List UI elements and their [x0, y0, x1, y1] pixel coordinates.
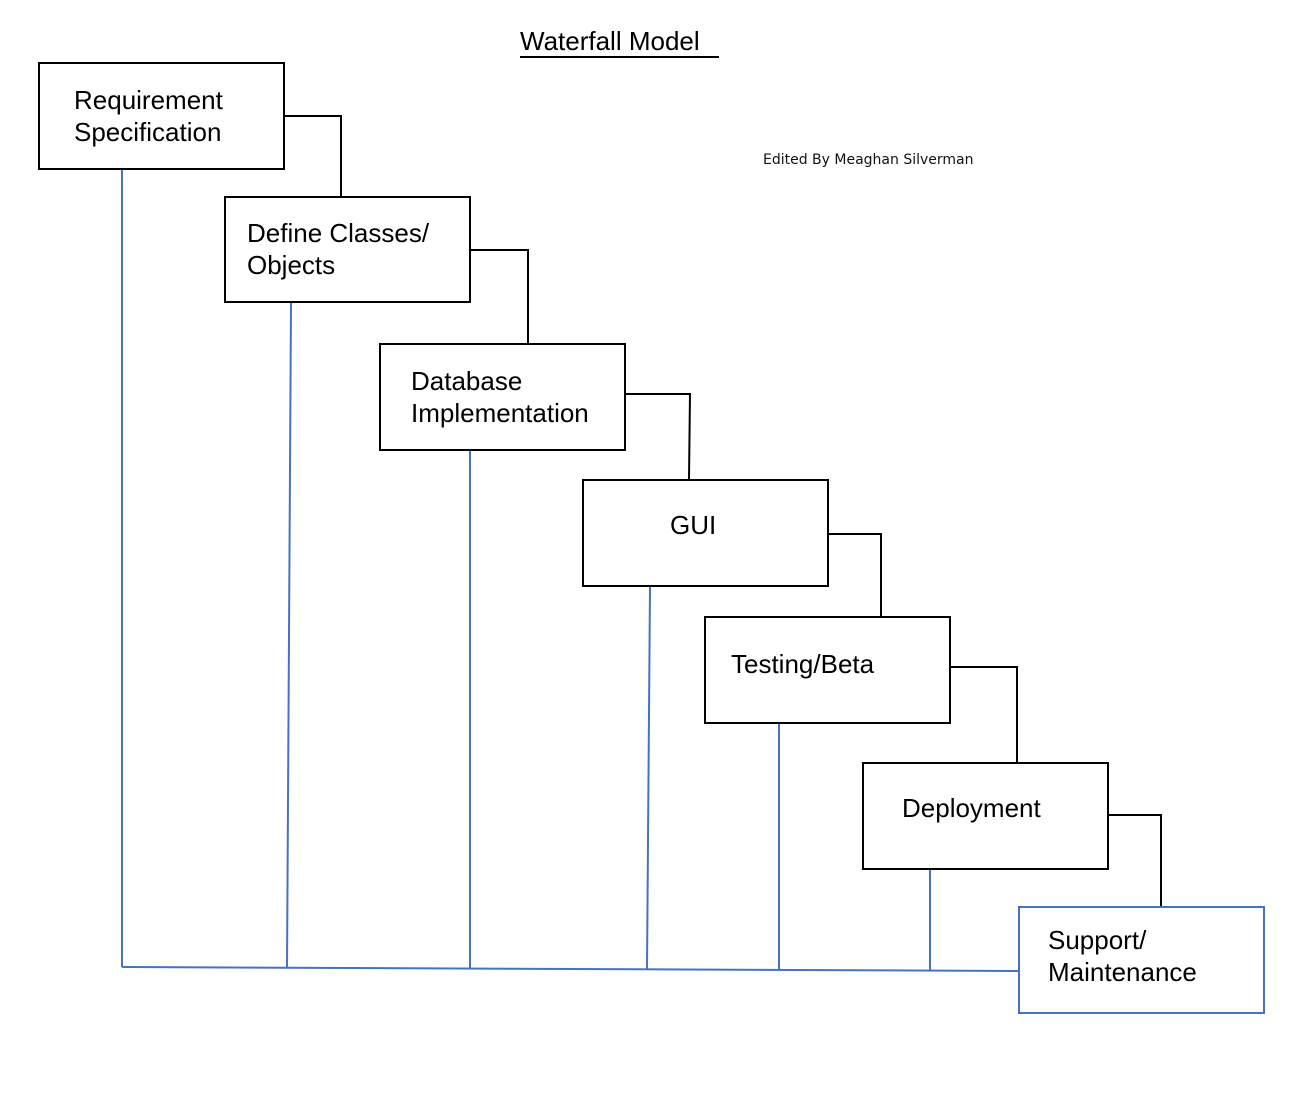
connector-db-to-gui	[626, 393, 692, 480]
stage-testing-beta: Testing/Beta	[704, 616, 951, 724]
stage-label: Deployment	[902, 793, 1041, 823]
stage-deployment: Deployment	[862, 762, 1109, 870]
diagram-title: Waterfall Model	[520, 26, 700, 56]
connector-req-to-def	[285, 115, 342, 196]
title-underline	[520, 56, 719, 58]
stage-label: Testing/Beta	[731, 649, 875, 679]
stage-gui: GUI	[582, 479, 829, 587]
stage-requirement-specification: Requirement Specification	[38, 62, 285, 170]
feedback-baseline	[121, 966, 1019, 972]
credit-text: Edited By Meaghan Silverman	[763, 152, 974, 168]
stage-label: Define Classes/ Objects	[247, 218, 430, 280]
stage-label: Requirement Specification	[74, 85, 223, 147]
stage-label: GUI	[670, 510, 717, 540]
stage-label: Support/ Maintenance	[1048, 925, 1197, 987]
connector-def-to-db	[471, 249, 529, 343]
feedback-drop-gui	[646, 586, 651, 970]
stage-define-classes-objects: Define Classes/ Objects	[224, 196, 471, 303]
stage-label: Database Implementation	[411, 366, 589, 428]
stage-support-maintenance: Support/ Maintenance	[1018, 906, 1265, 1014]
connector-dep-to-sup	[1109, 814, 1162, 906]
feedback-drop-def	[286, 302, 292, 969]
connector-gui-to-test	[829, 533, 882, 616]
stage-database-implementation: Database Implementation	[379, 343, 626, 451]
connector-test-to-dep	[951, 666, 1018, 762]
